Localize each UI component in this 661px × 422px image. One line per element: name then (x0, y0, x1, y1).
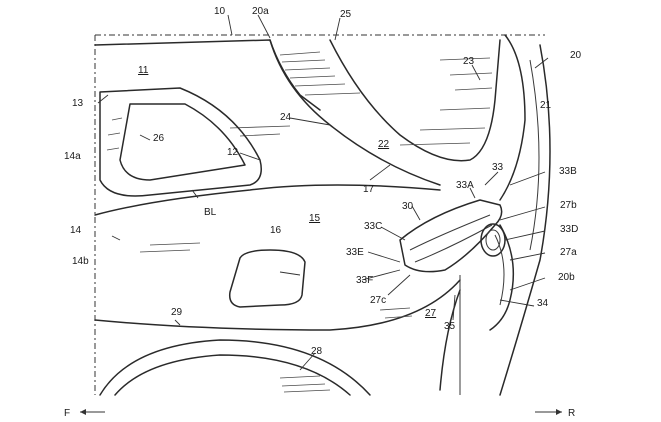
label-23: 23 (463, 56, 475, 67)
label-26: 26 (153, 133, 165, 144)
label-25: 25 (340, 9, 352, 20)
wheel-arch-outer (99, 339, 371, 396)
label-35: 35 (444, 321, 456, 332)
wheel-hatching (279, 307, 413, 393)
rear-inner-line (529, 59, 540, 251)
upper-hatching (139, 51, 493, 253)
label-22: 22 (378, 139, 390, 150)
label-28: 28 (311, 346, 323, 357)
label-15: 15 (309, 213, 321, 224)
label-13: 13 (72, 98, 84, 109)
label-BL: BL (204, 207, 217, 218)
lamp-bracket (489, 224, 515, 331)
label-33E: 33E (346, 247, 364, 258)
label-17: 17 (363, 184, 375, 195)
label-27b: 27b (560, 200, 577, 211)
label-30: 30 (402, 201, 414, 212)
lamp-lens-line (409, 214, 491, 251)
label-20a: 20a (252, 6, 269, 17)
panel-lower-curve (94, 279, 461, 331)
label-10: 10 (214, 6, 226, 17)
fuel-lid (228, 249, 306, 308)
leader-lines (97, 14, 549, 371)
body-rear-edge (499, 44, 551, 396)
label-16: 16 (270, 225, 282, 236)
label-21: 21 (540, 100, 552, 111)
label-20: 20 (570, 50, 582, 61)
rocker-line (439, 289, 461, 391)
front-arrow: F (64, 408, 105, 419)
rear-arrow-label: R (568, 408, 575, 419)
lamp-housing (399, 199, 503, 273)
lamp-bracket-inner (494, 234, 505, 306)
quarter-window-inner (119, 103, 246, 181)
label-27a: 27a (560, 247, 577, 258)
lamp-ring-inner (485, 229, 501, 251)
label-33B: 33B (559, 166, 577, 177)
label-29: 29 (171, 307, 183, 318)
rear-glass-edge (329, 39, 501, 162)
label-33C: 33C (364, 221, 382, 232)
label-24: 24 (280, 112, 292, 123)
window-hatching (106, 117, 123, 151)
belt-line (94, 184, 441, 216)
label-14: 14 (70, 225, 82, 236)
rear-pillar-right (499, 34, 526, 201)
label-33: 33 (492, 162, 504, 173)
label-27: 27 (425, 308, 437, 319)
pillar-outer (269, 39, 441, 186)
label-34: 34 (537, 298, 549, 309)
label-20b: 20b (558, 272, 575, 283)
front-arrow-label: F (64, 408, 70, 419)
label-33A: 33A (456, 180, 474, 191)
quarter-window-outer (99, 87, 262, 197)
label-14b: 14b (72, 256, 89, 267)
label-33D: 33D (560, 224, 578, 235)
rear-arrow: R (535, 408, 575, 419)
roof-line (94, 39, 321, 111)
label-27c: 27c (370, 295, 386, 306)
label-12: 12 (227, 147, 239, 158)
label-11: 11 (138, 65, 149, 76)
wheel-arch-inner (114, 354, 351, 396)
label-33F: 33F (356, 275, 373, 286)
label-14a: 14a (64, 151, 81, 162)
